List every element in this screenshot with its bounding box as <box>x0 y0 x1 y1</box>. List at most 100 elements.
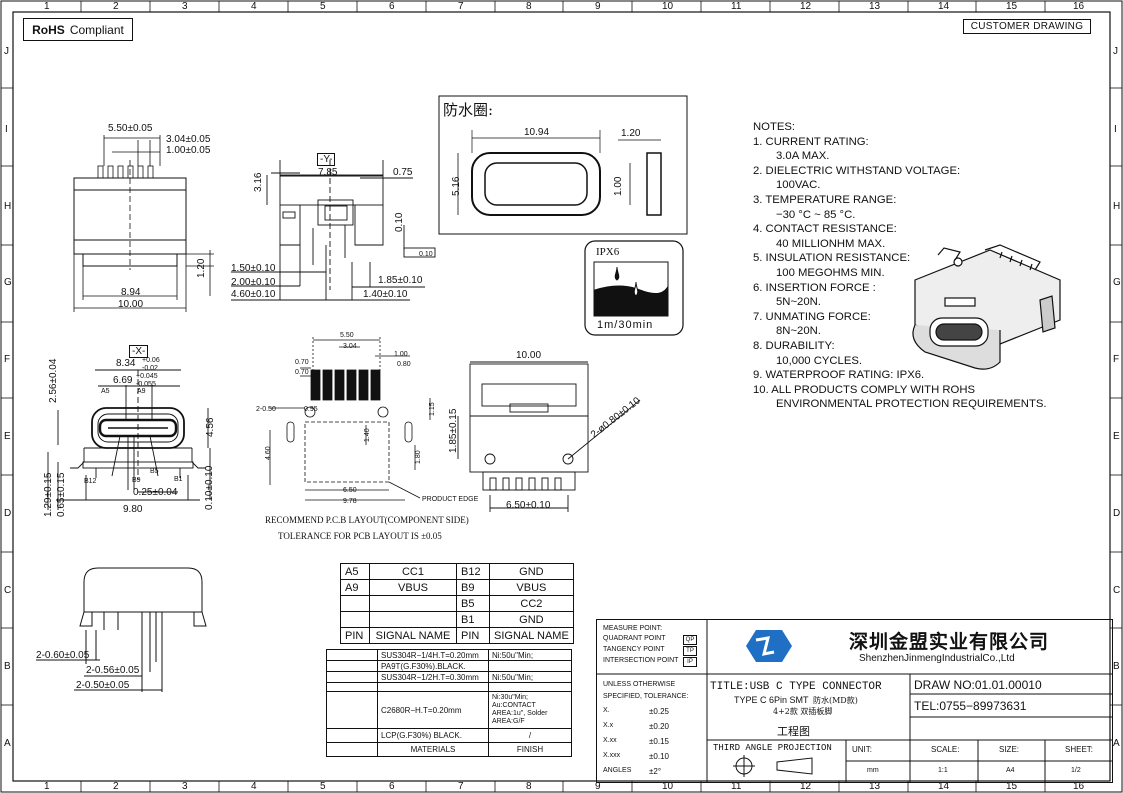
table-cell: VBUS <box>489 579 574 596</box>
dim-text: 0.10±0.10 <box>204 465 215 510</box>
zone-row: B <box>1113 661 1120 672</box>
table-cell: / <box>488 728 572 743</box>
note-line: 8. DURABILITY: <box>753 339 835 352</box>
table-cell: B9 <box>456 579 490 596</box>
note-line: 100 MEGOHMS MIN. <box>776 266 885 279</box>
table-cell: CC1 <box>369 563 457 580</box>
table-cell <box>488 682 572 692</box>
datum-y: -Y- <box>317 153 336 166</box>
zone-row: E <box>1113 431 1120 442</box>
table-cell: GND <box>489 563 574 580</box>
drawing-kind: 工程图 <box>777 725 810 738</box>
tol-key: X.xx <box>603 737 617 744</box>
table-cell: PIN <box>340 627 370 644</box>
zone-row: B <box>4 661 11 672</box>
pin-label: A5 <box>101 388 110 395</box>
qp-badge: QP <box>683 635 697 645</box>
note-line: 9. WATERPROOF RATING: IPX6. <box>753 369 925 382</box>
dim-text: 7.85 <box>318 167 338 178</box>
pcb-dim: 0.80 <box>397 361 411 368</box>
zone-row: G <box>1113 277 1121 288</box>
dim-text: 0.25±0.04 <box>133 487 178 498</box>
dim-text-value: -0.60±0.05 <box>41 650 90 661</box>
unless-label: UNLESS OTHERWISE <box>603 681 676 688</box>
zone-col: 5 <box>320 1 326 12</box>
tol-value: ±0.20 <box>649 722 669 731</box>
dim-text: 3.16 <box>253 172 264 192</box>
dim-text: 4.56 <box>205 417 216 437</box>
table-cell: B1 <box>456 611 490 628</box>
dim-text: 8.34 <box>116 358 136 369</box>
zone-row: I <box>5 124 8 135</box>
zone-col: 10 <box>662 1 674 12</box>
table-cell: Ni:30u"Min; Au:CONTACT AREA:1u", Solder … <box>488 691 572 729</box>
zone-row: D <box>1113 508 1121 519</box>
pcb-dim: 1.80 <box>415 450 422 464</box>
zone-col: 2 <box>113 781 119 792</box>
tol-key: X.xxx <box>603 752 621 759</box>
product-edge-label: PRODUCT EDGE <box>422 496 479 503</box>
title-block: MEASURE POINT: QUADRANT POINT QP TANGENC… <box>596 619 1113 783</box>
zone-col: 4 <box>251 1 257 12</box>
note-line: 3. TEMPERATURE RANGE: <box>753 193 897 206</box>
pcb-dim: 6.50 <box>343 487 357 494</box>
company-name-cn: 深圳金盟实业有限公司 <box>849 631 1050 653</box>
seal-height: 5.16 <box>451 176 462 196</box>
zone-row: A <box>1113 738 1120 749</box>
table-cell: A9 <box>340 579 370 596</box>
zone-row: F <box>4 354 11 365</box>
zone-col: 6 <box>389 1 395 12</box>
zone-col: 15 <box>1006 1 1018 12</box>
company-logo-icon <box>746 630 792 662</box>
table-header-row: MATERIALS FINISH <box>326 742 572 757</box>
zone-col: 1 <box>44 781 50 792</box>
table-cell <box>340 611 370 628</box>
note-line: ENVIRONMENTAL PROTECTION REQUIREMENTS. <box>776 398 1047 411</box>
zone-col: 14 <box>938 1 950 12</box>
dim-text: 2.00±0.10 <box>231 277 276 288</box>
dim-text: 1.40±0.10 <box>363 289 408 300</box>
signal-table: A5 CC1 B12 GND A9 VBUS B9 VBUS B5 CC2 B1… <box>340 563 574 644</box>
zone-row: C <box>1113 585 1121 596</box>
zone-row: F <box>1113 354 1120 365</box>
pcb-dim: 3.04 <box>343 343 357 350</box>
dim-text: 10.00 <box>516 350 542 361</box>
table-header-row: PIN SIGNAL NAME PIN SIGNAL NAME <box>340 627 574 644</box>
table-row: B1 GND <box>340 611 574 628</box>
tol-value: ±0.10 <box>649 752 669 761</box>
zone-col: 11 <box>731 1 742 12</box>
rohs-label: RoHS <box>32 22 65 37</box>
dim-text: 1.85±0.10 <box>378 275 423 286</box>
tol-value: ±0.15 <box>649 737 669 746</box>
table-cell: Ni:50u"Min; <box>488 671 572 683</box>
dim-text: 8.94 <box>121 287 141 298</box>
zone-col: 3 <box>182 781 188 792</box>
note-line: 40 MILLIONHM MAX. <box>776 237 886 250</box>
customer-drawing-badge: CUSTOMER DRAWING <box>963 19 1091 34</box>
quadrant-label: QUADRANT POINT <box>603 635 666 642</box>
zone-col: 13 <box>869 1 881 12</box>
pcb-dim: 5.50 <box>340 332 354 339</box>
note-line: 10. ALL PRODUCTS COMPLY WITH ROHS <box>753 383 976 396</box>
pcb-tolerance-label: TOLERANCE FOR PCB LAYOUT IS ±0.05 <box>278 531 442 541</box>
dim-tol: +0.06 <box>142 357 160 364</box>
note-line: 4. CONTACT RESISTANCE: <box>753 223 897 236</box>
sheet-value: 1/2 <box>1071 767 1081 774</box>
table-cell <box>369 595 457 612</box>
zone-col: 5 <box>320 781 326 792</box>
drawing-subtitle: TYPE C 6Pin SMT <box>734 695 809 705</box>
dim-text: 1.00±0.05 <box>166 145 211 156</box>
pin-label: B9 <box>132 477 141 484</box>
dim-text: 2-0.60±0.05 <box>36 650 89 661</box>
zone-col: 7 <box>458 781 464 792</box>
seal-width: 10.94 <box>524 127 550 138</box>
table-cell: SUS304R−1/2H.T=0.30mm <box>377 671 489 683</box>
rohs-text: Compliant <box>69 22 124 37</box>
table-cell <box>377 682 489 692</box>
zone-col: 14 <box>938 781 950 792</box>
zone-col: 3 <box>182 1 188 12</box>
dim-text: 1.50±0.10 <box>231 263 276 274</box>
note-line: 1. CURRENT RATING: <box>753 135 869 148</box>
tangency-label: TANGENCY POINT <box>603 646 665 653</box>
